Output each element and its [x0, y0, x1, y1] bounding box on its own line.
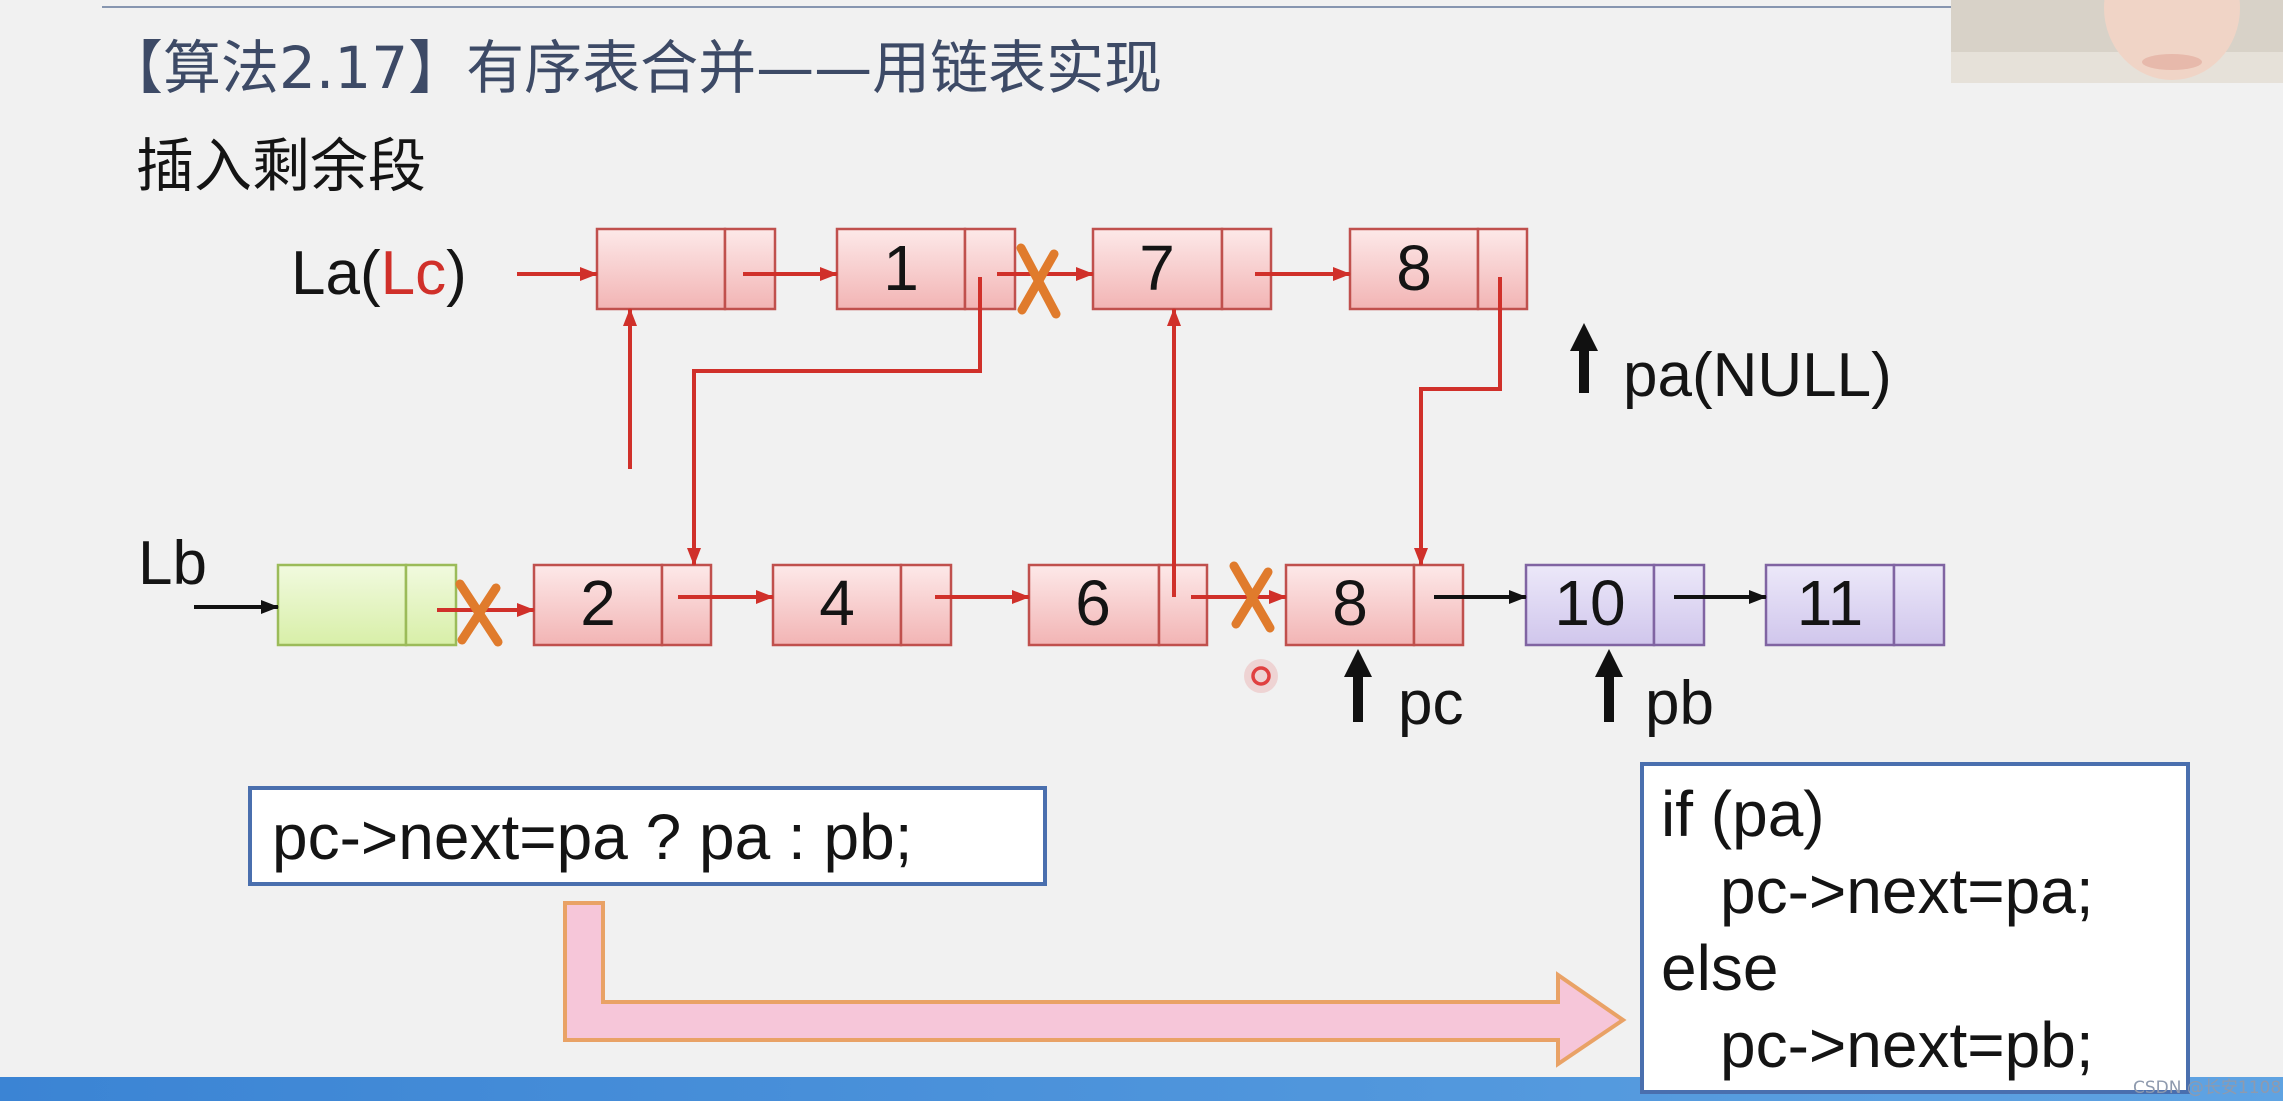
ternary-code-text: pc->next=pa ? pa : pb; [272, 801, 912, 873]
la-node-1: 1 [835, 227, 1017, 311]
list-a-label: La(Lc) [291, 239, 467, 308]
code-line-if: if (pa) [1661, 778, 1825, 850]
lb-head-node [276, 563, 458, 647]
lb-node-6: 11 [1764, 563, 1946, 647]
lb-node-1: 2 [532, 563, 713, 647]
link-la-node-1-to-lb-node-1 [687, 277, 982, 566]
lb-node-5-value: 10 [1554, 567, 1625, 639]
code-line-then: pc->next=pa; [1720, 855, 2094, 927]
ternary-code-box: pc->next=pa ? pa : pb; [248, 786, 1047, 886]
lb-node-4-data-field [1284, 563, 1416, 647]
lb-head-data-field [276, 563, 408, 647]
if-else-code-box: if (pa) pc->next=pa; else pc->next=pb; [1640, 762, 2190, 1094]
lb-head-next-field [404, 563, 458, 647]
lb-node-4-value: 8 [1332, 567, 1368, 639]
pointer-pb-label: pb [1645, 669, 1714, 738]
la-node-2-next-field [1220, 227, 1273, 311]
lb-node-3: 6 [1027, 563, 1209, 647]
lb-node-1-next-field [660, 563, 713, 647]
lb-node-2-next-field [899, 563, 953, 647]
lb-node-3-value: 6 [1075, 567, 1111, 639]
up-arrow-icon [1344, 649, 1372, 722]
lb-node-5-next-field [1652, 563, 1706, 647]
cursor-indicator-icon [1244, 659, 1278, 693]
la-node-1-data-field [835, 227, 967, 311]
code-line-else: else [1661, 932, 1778, 1004]
la-node-3-next-field [1476, 227, 1529, 311]
lb-node-3-next-field [1157, 563, 1209, 647]
lb-node-5: 10 [1524, 563, 1706, 647]
pointer-pb: pb [1595, 649, 1714, 738]
lb-node-4-next-field [1412, 563, 1465, 647]
la-node-1-next-field [963, 227, 1017, 311]
lb-node-6-data-field [1764, 563, 1896, 647]
watermark: CSDN @长安1108 [2133, 1078, 2281, 1098]
list-a-label-name: La( [291, 239, 381, 308]
lb-node-3-data-field [1027, 563, 1161, 647]
presenter-face-icon [2104, 0, 2240, 80]
lb-node-2: 4 [771, 563, 953, 647]
slide-subtitle: 插入剩余段 [136, 132, 426, 200]
la-head-node [595, 227, 777, 311]
list-a-label-alias: Lc [381, 239, 446, 308]
la-node-2-value: 7 [1139, 232, 1175, 304]
la-head-data-field [595, 227, 727, 311]
list-b-label: Lb [138, 529, 207, 598]
code-line-else-body: pc->next=pb; [1720, 1009, 2094, 1081]
la-node-1-value: 1 [883, 232, 919, 304]
pointer-pc: pc [1344, 649, 1463, 738]
lb-node-1-value: 2 [580, 567, 616, 639]
cut-mark-la-node-1 [1016, 243, 1061, 319]
lb-node-1-data-field [532, 563, 664, 647]
pointer-pc-label: pc [1398, 669, 1463, 738]
lb-node-6-next-field [1892, 563, 1946, 647]
list-a-label-close: ) [446, 239, 467, 308]
transform-arrow-icon [563, 901, 1627, 1068]
lb-node-2-data-field [771, 563, 903, 647]
lb-node-6-value: 11 [1797, 567, 1863, 639]
pointer-pa-label: pa(NULL) [1623, 341, 1892, 410]
up-arrow-icon [1595, 649, 1623, 722]
link-la-node-3-to-lb-node-4 [1414, 277, 1502, 566]
lb-node-4: 8 [1284, 563, 1465, 647]
la-head-next-field [723, 227, 777, 311]
cut-mark-lb-node-3 [1229, 561, 1275, 633]
webcam-thumbnail [1951, 0, 2283, 83]
lb-node-2-value: 4 [819, 567, 855, 639]
up-arrow-icon [1570, 323, 1598, 393]
slide-title: 【算法2.17】有序表合并——用链表实现 [105, 34, 1162, 102]
cut-mark-lb-head [455, 579, 503, 647]
la-node-3-value: 8 [1396, 232, 1432, 304]
pointer-pa: pa(NULL) [1570, 323, 1892, 410]
la-node-2: 7 [1091, 227, 1273, 311]
